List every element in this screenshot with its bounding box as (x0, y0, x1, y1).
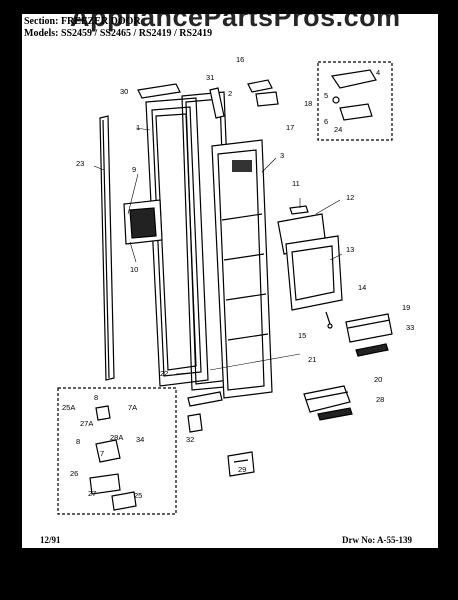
callout-7: 7 (100, 449, 104, 458)
callout-1: 1 (136, 123, 140, 132)
part-17-hinge-block (255, 91, 279, 107)
callout-24: 24 (334, 125, 342, 134)
callout-34: 34 (136, 435, 144, 444)
callout-7A: 7A (128, 403, 137, 412)
callout-3: 3 (280, 151, 284, 160)
inset-box-hinge-assy (57, 387, 177, 515)
callout-8b: 8 (76, 437, 80, 446)
callout-8a: 8 (94, 393, 98, 402)
callout-22: 22 (160, 369, 168, 378)
callout-5: 5 (324, 91, 328, 100)
callout-27: 27 (88, 489, 96, 498)
callout-33: 33 (406, 323, 414, 332)
part-1-frame (145, 97, 209, 387)
part-19-shelf (345, 313, 393, 343)
callout-23: 23 (76, 159, 84, 168)
callout-31: 31 (206, 73, 214, 82)
part-13-housing (285, 235, 343, 311)
callout-6: 6 (324, 117, 328, 126)
part-30-bracket (137, 83, 181, 99)
callout-15: 15 (298, 331, 306, 340)
callout-19: 19 (402, 303, 410, 312)
callout-25: 25 (134, 491, 142, 500)
callout-25A: 25A (62, 403, 75, 412)
callout-20: 20 (374, 375, 382, 384)
callout-28: 28 (376, 395, 384, 404)
part-3-liner (211, 139, 273, 399)
callout-9: 9 (132, 165, 136, 174)
callout-26: 26 (70, 469, 78, 478)
callout-16: 16 (236, 55, 244, 64)
callout-12: 12 (346, 193, 354, 202)
callout-17: 17 (286, 123, 294, 132)
part-23-strip (99, 115, 115, 381)
part-20-bin (303, 385, 351, 413)
part-32-strip (187, 413, 203, 433)
inset-box-4-24 (317, 61, 393, 141)
callout-2: 2 (228, 89, 232, 98)
callout-27A: 27A (80, 419, 93, 428)
part-22-bracket (187, 391, 223, 407)
part-16-hinge (247, 79, 273, 93)
callout-21: 21 (308, 355, 316, 364)
part-11-clip (289, 205, 309, 215)
callout-32: 32 (186, 435, 194, 444)
footer-drawing-number: Drw No: A-55-139 (342, 535, 412, 545)
models-line: Models: SS2459 / SS2465 / RS2419 / RS241… (24, 28, 213, 39)
part-31-strip (209, 87, 225, 119)
callout-18: 18 (304, 99, 312, 108)
part-28-trim (317, 407, 353, 421)
callout-4: 4 (376, 68, 380, 77)
callout-11: 11 (292, 179, 300, 188)
footer-date: 12/91 (40, 535, 61, 545)
watermark-text: AppliancePartsPros.com (70, 2, 401, 32)
callout-28A: 28A (110, 433, 123, 442)
callout-30: 30 (120, 87, 128, 96)
callout-13: 13 (346, 245, 354, 254)
callout-14: 14 (358, 283, 366, 292)
callout-10: 10 (130, 265, 138, 274)
part-33-trim (355, 343, 389, 357)
section-title: Section: FREEZER DOOR (24, 16, 141, 27)
part-29-block (227, 451, 255, 477)
callout-29: 29 (238, 465, 246, 474)
